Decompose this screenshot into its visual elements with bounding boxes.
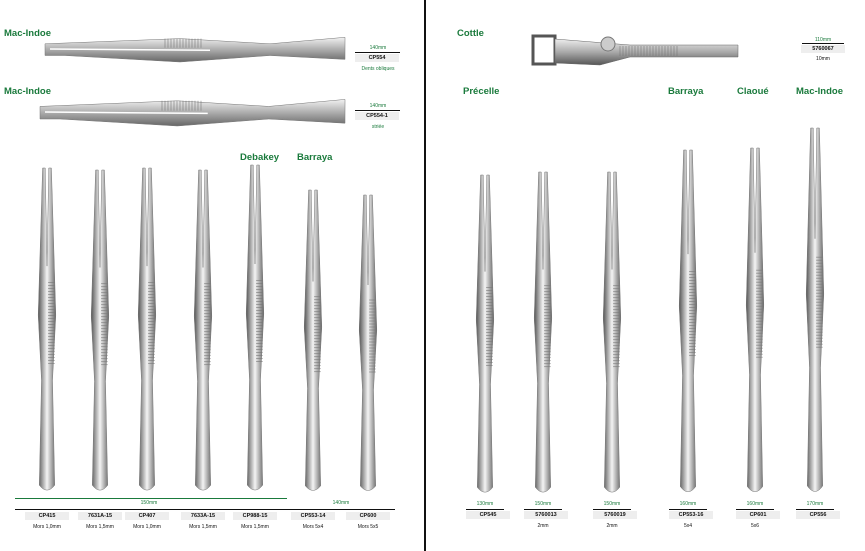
group-length-150: 150mm [140,500,158,506]
product-code: 5760019 [593,511,637,519]
jaw-size: Mors 1,0mm [33,524,61,530]
forceps-image-r1 [533,171,553,493]
product-code: CP407 [125,512,169,520]
category-debakey: Debakey [240,152,280,163]
length-label: 150mm [534,501,552,507]
forceps-image-r3 [678,149,698,493]
forceps-image-l6 [358,194,378,491]
product-code: CP600 [346,512,390,520]
product-code: CP553-14 [291,512,335,520]
length-label: 160mm [746,501,764,507]
product-code: CP553-16 [669,511,713,519]
product-note: striée [371,124,385,130]
product-code: CP415 [25,512,69,520]
forceps-image-r2 [602,171,622,493]
jaw-size: 5x4 [683,523,693,529]
jaw-size: Mors 1,5mm [189,524,217,530]
jaw-size: 2mm [606,523,618,529]
jaw-size: Mors 1,0mm [133,524,161,530]
jaw-size: Mors 1,5mm [241,524,269,530]
product-code: 7631A-15 [78,512,122,520]
category-claoue: Claoué [737,86,769,97]
product-code: 5760013 [524,511,568,519]
forceps-image-l4 [245,164,265,491]
product-code: CP554-1 [355,112,399,120]
length-label: 140mm [369,103,387,109]
forceps-image-r4 [745,147,765,493]
length-label: 160mm [679,501,697,507]
jaw-size: Mors 5x5 [357,524,379,530]
product-note: 10mm [816,56,830,62]
length-label: 130mm [476,501,494,507]
forceps-cp554-image [44,37,346,63]
jaw-size: Mors 5x4 [302,524,324,530]
forceps-image-l1 [90,169,110,491]
product-note: Dents obliques [361,66,395,72]
jaw-size: 5x6 [750,523,760,529]
length-label: 170mm [806,501,824,507]
length-label: 110mm [814,37,832,43]
product-code: CP601 [736,511,780,519]
length-label: 150mm [603,501,621,507]
product-code: 7633A-15 [181,512,225,520]
category-cottle: Cottle [457,28,484,39]
jaw-size: Mors 1,5mm [86,524,114,530]
forceps-image-l0 [37,167,57,491]
product-code: CP554 [355,54,399,62]
product-code: CP988-15 [233,512,277,520]
category-mac-indoe: Mac-Indoe [796,86,843,97]
category-mac-indoe-1: Mac-Indoe [4,28,51,39]
category-barraya: Barraya [668,86,704,97]
product-code: 5760067 [801,45,845,53]
forceps-image-r5 [805,127,825,492]
page-divider [424,0,426,551]
jaw-size: 2mm [537,523,549,529]
length-label: 140mm [369,45,387,51]
group-length-140: 140mm [332,500,350,506]
category-precelle: Précelle [463,86,500,97]
forceps-image-l3 [193,169,213,491]
category-barraya: Barraya [297,152,333,163]
forceps-image-l5 [303,189,323,491]
product-code: CP545 [466,511,510,519]
forceps-image-r0 [475,174,495,493]
forceps-image-l2 [137,167,157,491]
cottle-forceps-image [531,34,739,66]
product-code: CP556 [796,511,840,519]
forceps-cp554-1-image [39,99,346,127]
category-mac-indoe-2: Mac-Indoe [4,86,51,97]
